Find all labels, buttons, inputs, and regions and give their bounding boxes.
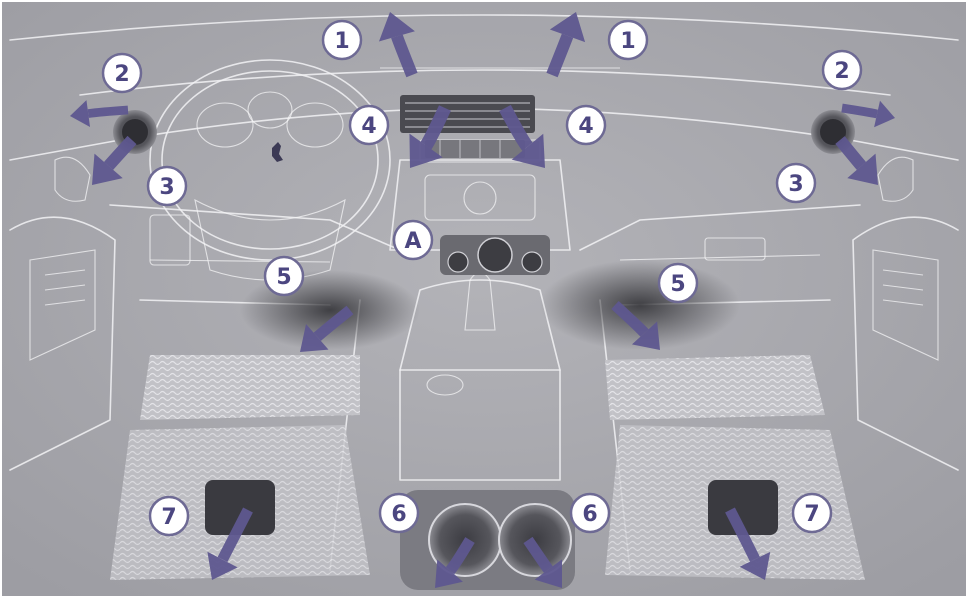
right-door: [852, 156, 959, 471]
callout-4-left: 4: [348, 104, 390, 146]
peugeot-logo-icon: [272, 142, 283, 162]
callout-6-right: 6: [569, 492, 611, 534]
callout-3-left: 3: [146, 165, 188, 207]
arrow-2-left: [70, 100, 129, 128]
callout-4-right: 4: [565, 104, 607, 146]
callout-5-right: 5: [657, 262, 699, 304]
arrow-5-left: [300, 305, 354, 352]
arrow-3-left: [92, 135, 137, 185]
svg-text:7: 7: [161, 505, 176, 530]
left-door: [9, 156, 116, 471]
svg-text:3: 3: [788, 172, 803, 197]
rear-right-floor-vent: [708, 480, 778, 535]
front-right-mat: [605, 355, 825, 420]
callout-1-right: 1: [607, 19, 649, 61]
steering-wheel: [149, 59, 391, 281]
svg-text:6: 6: [582, 502, 597, 527]
arrow-1-right: [546, 12, 586, 78]
airflow-arrows: [70, 12, 895, 588]
svg-text:1: 1: [620, 29, 635, 54]
svg-text:5: 5: [670, 272, 685, 297]
callout-7-right: 7: [791, 492, 833, 534]
arrow-3-right: [835, 136, 878, 185]
arrow-6-right: [523, 536, 562, 588]
arrow-4-right: [499, 104, 545, 168]
arrow-7-left: [207, 507, 253, 580]
svg-text:4: 4: [578, 114, 593, 139]
svg-text:7: 7: [804, 502, 819, 527]
callout-7-left: 7: [148, 495, 190, 537]
svg-text:3: 3: [159, 175, 174, 200]
callout-2-left: 2: [101, 52, 143, 94]
arrow-5-right: [611, 300, 660, 350]
callout-3-right: 3: [775, 162, 817, 204]
svg-text:6: 6: [391, 502, 406, 527]
arrow-2-right: [841, 100, 895, 128]
rear-console-vents: [400, 490, 575, 590]
svg-text:5: 5: [276, 265, 291, 290]
callout-1-left: 1: [321, 19, 363, 61]
arrow-6-left: [435, 537, 475, 588]
callout-2-right: 2: [821, 49, 863, 91]
right-footwell-shadow: [540, 260, 740, 350]
arrow-1-left: [378, 12, 418, 78]
arrow-4-left: [409, 105, 451, 168]
svg-text:2: 2: [834, 59, 849, 84]
svg-text:4: 4: [361, 114, 376, 139]
callout-5-left: 5: [263, 255, 305, 297]
front-left-mat: [140, 355, 360, 420]
rear-left-floor-vent: [205, 480, 275, 535]
arrow-7-right: [725, 507, 771, 580]
callouts: 1 1 2 2 3 3 4 4 A 5 5 6 6 7 7: [101, 19, 863, 537]
svg-text:A: A: [404, 229, 421, 254]
svg-text:2: 2: [114, 62, 129, 87]
callout-A: A: [392, 219, 434, 261]
climate-control-panel: [440, 235, 550, 275]
svg-text:1: 1: [334, 29, 349, 54]
callout-6-left: 6: [378, 492, 420, 534]
